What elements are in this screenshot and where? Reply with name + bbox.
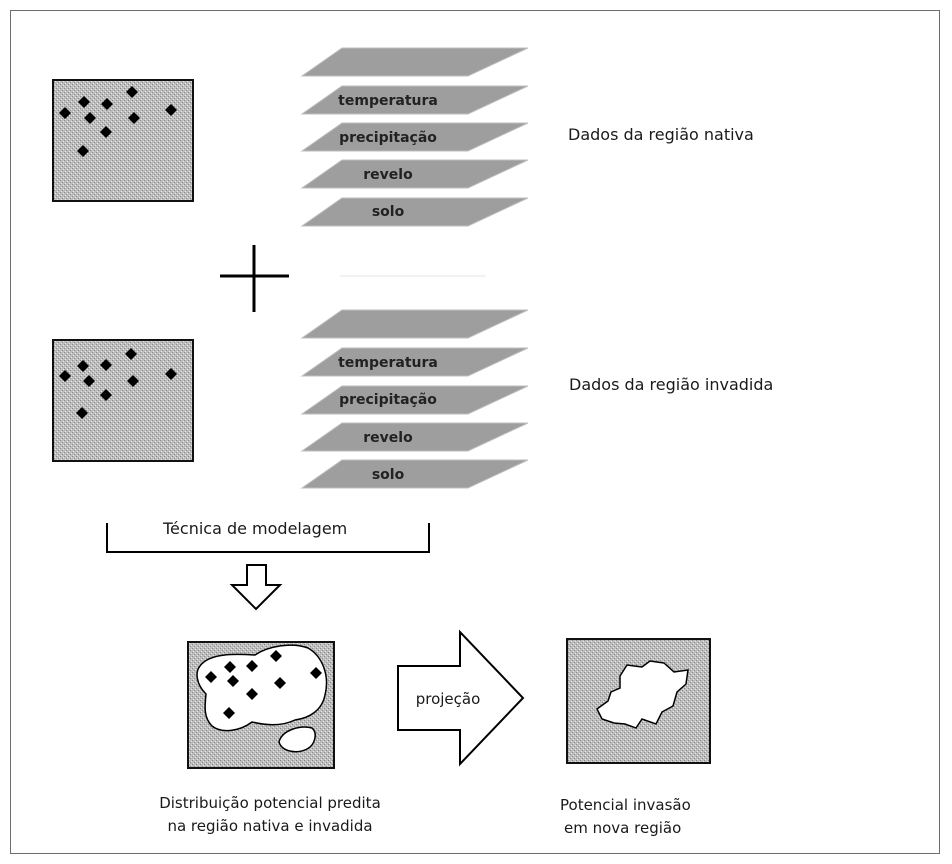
occurrence-point bbox=[227, 675, 239, 687]
occurrence-point bbox=[100, 389, 112, 401]
layer-sheet bbox=[300, 122, 529, 152]
occurrence-point bbox=[223, 707, 235, 719]
layer-sheet bbox=[300, 347, 529, 377]
invaded-layer-stack: temperatura precipitação revelo solo bbox=[300, 309, 529, 489]
occurrence-point bbox=[126, 86, 138, 98]
occurrence-point bbox=[100, 126, 112, 138]
projection-label: projeção bbox=[416, 690, 481, 708]
layer-sheet bbox=[300, 159, 529, 189]
caption-line: Potencial invasão bbox=[560, 796, 691, 814]
layer-sheet bbox=[300, 47, 529, 77]
layer-label: temperatura bbox=[338, 355, 438, 371]
occurrence-point bbox=[100, 359, 112, 371]
potential-invasion-caption: Potencial invasão em nova região bbox=[548, 794, 728, 840]
occurrence-point bbox=[76, 407, 88, 419]
occurrence-point bbox=[125, 348, 137, 360]
occurrence-point bbox=[224, 661, 236, 673]
layer-sheet bbox=[300, 459, 529, 489]
figure-frame bbox=[10, 10, 940, 854]
projection-arrow-icon bbox=[397, 629, 525, 767]
occurrence-point bbox=[246, 688, 258, 700]
invasion-area bbox=[596, 660, 689, 729]
layer-sheet bbox=[300, 422, 529, 452]
layer-label: precipitação bbox=[339, 130, 437, 146]
technique-label: Técnica de modelagem bbox=[163, 519, 348, 538]
layer-sheet bbox=[300, 85, 529, 115]
layer-label: revelo bbox=[363, 167, 413, 183]
native-region-label: Dados da região nativa bbox=[568, 125, 754, 144]
occurrence-point bbox=[77, 145, 89, 157]
occurrence-point bbox=[165, 104, 177, 116]
layer-sheet bbox=[300, 309, 529, 339]
occurrence-point bbox=[127, 375, 139, 387]
occurrence-point bbox=[101, 98, 113, 110]
occurrence-point bbox=[246, 660, 258, 672]
potential-invasion-map bbox=[566, 638, 711, 764]
layer-label: temperatura bbox=[338, 93, 438, 109]
layer-label: solo bbox=[372, 467, 405, 483]
occurrence-point bbox=[165, 368, 177, 380]
layer-sheet bbox=[300, 197, 529, 227]
caption-line: em nova região bbox=[564, 819, 682, 837]
suitable-area bbox=[278, 726, 316, 753]
occurrence-point bbox=[59, 370, 71, 382]
occurrence-point bbox=[59, 107, 71, 119]
occurrence-point bbox=[84, 112, 96, 124]
layer-label: revelo bbox=[363, 430, 413, 446]
layer-label: solo bbox=[372, 204, 405, 220]
invaded-occurrence-map bbox=[52, 339, 194, 462]
occurrence-point bbox=[83, 375, 95, 387]
plus-icon bbox=[220, 245, 289, 312]
occurrence-point bbox=[78, 96, 90, 108]
technique-bracket bbox=[106, 523, 430, 553]
caption-line: Distribuição potencial predita bbox=[159, 794, 381, 812]
layer-label: precipitação bbox=[339, 392, 437, 408]
predicted-distribution-caption: Distribuição potencial predita na região… bbox=[120, 792, 420, 838]
native-layer-stack: temperatura precipitação revelo solo bbox=[300, 47, 529, 227]
occurrence-point bbox=[205, 671, 217, 683]
occurrence-point bbox=[128, 112, 140, 124]
occurrence-point bbox=[270, 650, 282, 662]
occurrence-point bbox=[310, 667, 322, 679]
occurrence-point bbox=[274, 677, 286, 689]
caption-line: na região nativa e invadida bbox=[167, 817, 373, 835]
invaded-region-label: Dados da região invadida bbox=[569, 375, 774, 394]
native-occurrence-map bbox=[52, 79, 194, 202]
occurrence-point bbox=[77, 360, 89, 372]
layer-sheet bbox=[300, 385, 529, 415]
down-arrow-icon bbox=[229, 564, 283, 611]
predicted-distribution-map bbox=[187, 641, 335, 769]
